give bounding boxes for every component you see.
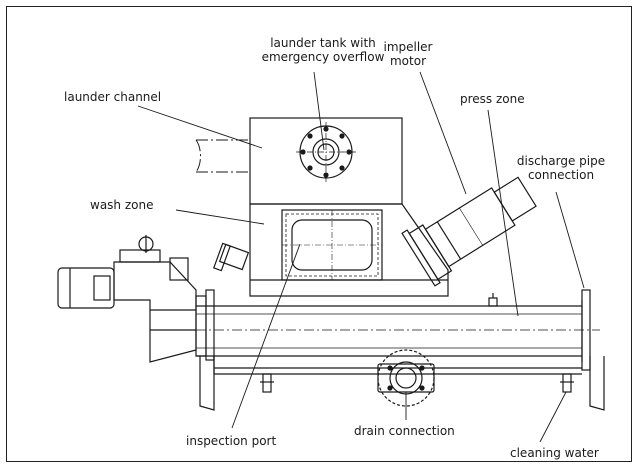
launder-channel [195,139,250,173]
leader-discharge-pipe [555,191,585,289]
leader-launder-channel [137,105,263,149]
label-launder-tank-line2: emergency overflow [261,50,385,64]
label-discharge-pipe: discharge pipe connection [506,154,616,182]
inspection-port-window [281,209,383,281]
label-impeller-line1: impeller [383,40,433,54]
wash-zone-nozzle [213,242,250,272]
leader-press-zone [487,109,519,317]
label-launder-tank: launder tank with emergency overflow [248,36,398,64]
label-launder-tank-line1: launder tank with [270,36,376,50]
label-launder-channel: launder channel [64,90,162,104]
label-discharge-line2: connection [527,168,595,182]
leader-launder-tank [313,71,325,151]
leader-wash-zone [175,209,265,225]
leader-lines [137,71,585,443]
leader-inspection-port [231,243,301,429]
lower-frame [199,356,605,411]
label-impeller-motor: impeller motor [368,40,448,68]
label-discharge-line1: discharge pipe [516,154,606,168]
wash-zone-body [249,203,449,297]
cleaning-water-nozzles [260,373,574,393]
impeller-motor [401,176,537,287]
launder-tank [249,117,403,205]
label-press-zone: press zone [460,92,525,106]
label-impeller-line2: motor [389,54,426,68]
leader-cleaning-water [539,391,567,443]
label-wash-zone: wash zone [90,198,154,212]
label-cleaning-water: cleaning water [510,446,599,460]
label-inspection-port: inspection port [186,434,277,448]
overflow-flange [296,122,356,182]
leader-impeller-motor [419,71,467,195]
diagram-frame [6,6,632,462]
gear-motor-drive [57,235,215,363]
label-drain-connection: drain connection [354,424,455,438]
